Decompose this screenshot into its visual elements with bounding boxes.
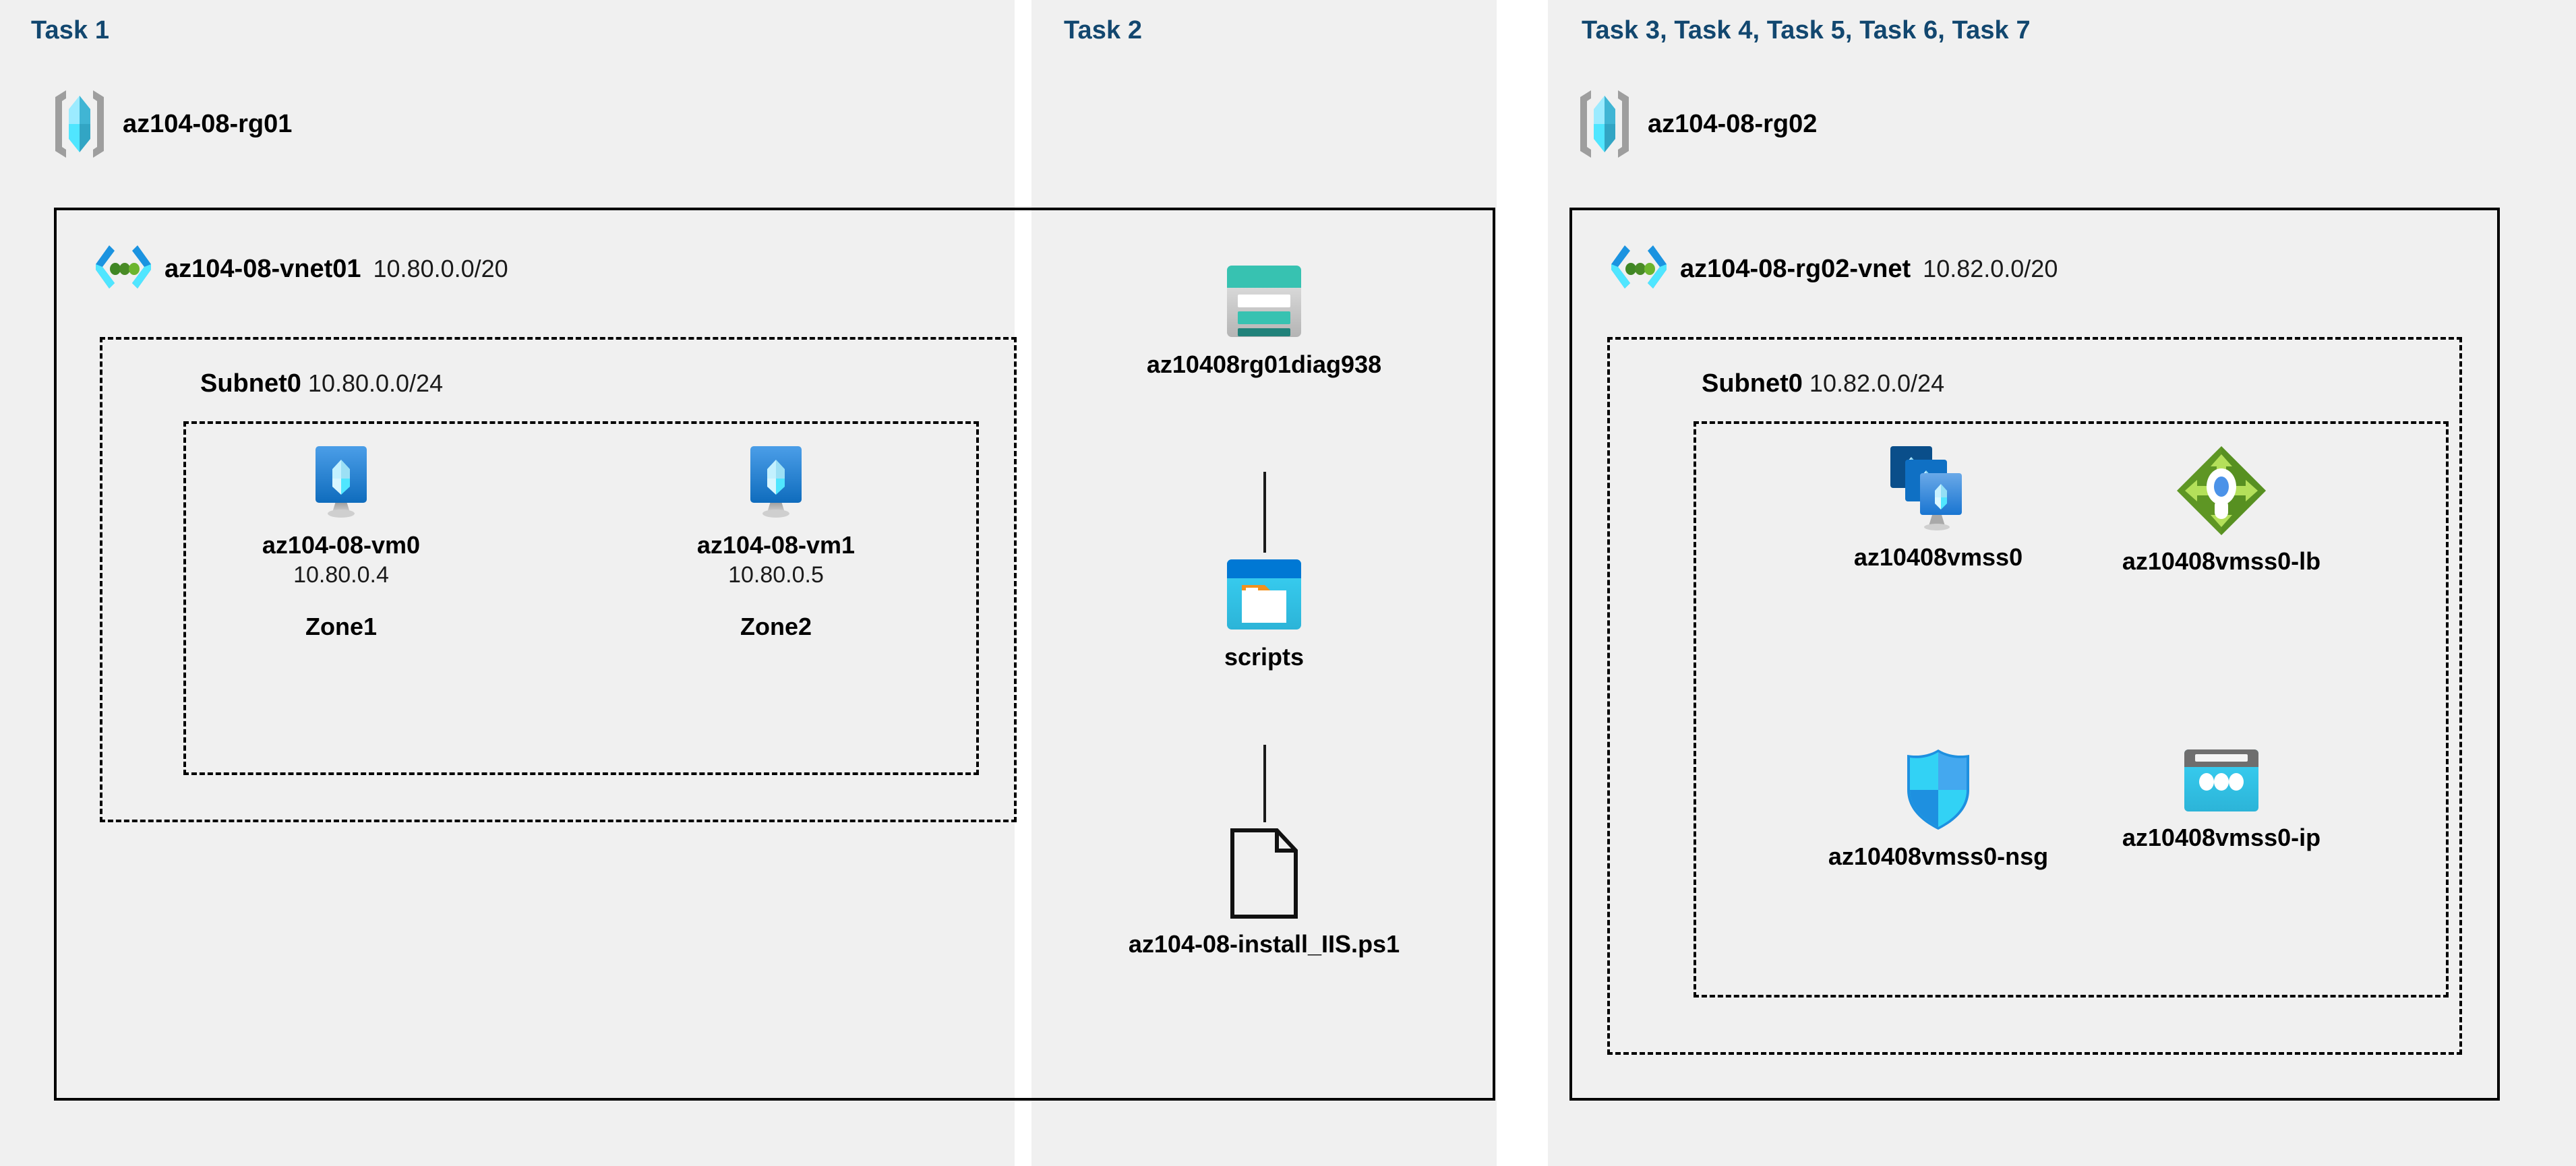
resource-group-az104-08-rg01: az104-08-rg01	[51, 88, 292, 160]
node-az10408vmss0-nsg: az10408vmss0-nsg	[1814, 748, 2063, 871]
subnet-name: Subnet0	[1702, 369, 1803, 398]
node-label: az104-08-vm1	[696, 531, 856, 559]
node-az10408vmss0-lb: az10408vmss0-lb	[2097, 445, 2346, 576]
blob-container-icon	[1227, 559, 1301, 630]
node-ip-address: 10.80.0.5	[728, 562, 824, 588]
storage-account-icon	[1227, 266, 1301, 337]
vm-scale-set-icon	[1890, 446, 1962, 530]
node-az104-08-install-iis-ps1: az104-08-install_IIS.ps1	[1129, 828, 1400, 958]
node-label: az10408vmss0-lb	[2122, 547, 2321, 575]
node-label: scripts	[1224, 643, 1305, 671]
node-label: az10408vmss0-ip	[2122, 824, 2321, 851]
public-ip-address-icon	[2184, 749, 2258, 811]
vnet-header-az104-08-vnet01: az104-08-vnet01 10.80.0.0/20	[94, 244, 508, 294]
node-label: az10408vmss0	[1853, 543, 2023, 571]
node-az10408rg01diag938: az10408rg01diag938	[1147, 263, 1381, 379]
vmss-group-boundary-right	[1694, 421, 2449, 998]
resource-group-name: az104-08-rg02	[1648, 109, 1818, 138]
node-az10408vmss0-ip: az10408vmss0-ip	[2097, 748, 2346, 852]
vnet-cidr: 10.82.0.0/20	[1923, 255, 2058, 282]
vnet-cidr: 10.80.0.0/20	[373, 255, 508, 282]
task1-panel	[0, 0, 1015, 1166]
task3-label: Task 3, Task 4, Task 5, Task 6, Task 7	[1582, 16, 2031, 44]
node-label: az10408rg01diag938	[1146, 350, 1382, 378]
resource-group-icon	[1580, 90, 1629, 158]
connector-storage-to-scripts	[1263, 472, 1266, 553]
task2-label: Task 2	[1064, 16, 1143, 44]
subnet-boundary-subnet0-left	[100, 337, 1017, 822]
subnet-label-right: Subnet0 10.82.0.0/24	[1702, 369, 1944, 398]
connector-scripts-to-script-file	[1263, 745, 1266, 822]
subnet-label-left: Subnet0 10.80.0.0/24	[200, 369, 443, 398]
vnet-boundary-az104-08-rg02-vnet	[1569, 208, 2500, 1101]
vnet-boundary-az104-08-vnet01	[54, 208, 1495, 1101]
node-scripts-container: scripts	[1160, 558, 1369, 671]
virtual-machine-icon	[750, 446, 802, 518]
node-label: az10408vmss0-nsg	[1828, 842, 2049, 870]
task3-panel	[1548, 0, 2576, 1166]
subnet-cidr: 10.82.0.0/24	[1809, 369, 1945, 397]
subnet-cidr: 10.80.0.0/24	[307, 369, 444, 397]
vnet-name: az104-08-rg02-vnet	[1680, 254, 1911, 283]
node-az104-08-vm0: az104-08-vm0 10.80.0.4 Zone1	[257, 445, 425, 641]
vm-group-boundary-left	[183, 421, 979, 775]
node-label: az104-08-install_IIS.ps1	[1128, 930, 1400, 958]
resource-group-icon	[55, 90, 104, 158]
resource-group-az104-08-rg02: az104-08-rg02	[1576, 88, 1817, 160]
vnet-name: az104-08-vnet01	[164, 254, 361, 283]
node-az10408vmss0: az10408vmss0	[1814, 445, 2063, 572]
subnet-name: Subnet0	[200, 369, 301, 398]
subnet-boundary-subnet0-right	[1607, 337, 2462, 1055]
node-label: az104-08-vm0	[262, 531, 421, 559]
virtual-machine-icon	[316, 446, 367, 518]
node-zone: Zone2	[740, 613, 812, 640]
vnet-header-az104-08-rg02-vnet: az104-08-rg02-vnet 10.82.0.0/20	[1610, 244, 2058, 294]
node-ip-address: 10.80.0.4	[293, 562, 389, 588]
file-icon	[1230, 828, 1298, 919]
node-az104-08-vm1: az104-08-vm1 10.80.0.5 Zone2	[692, 445, 860, 641]
virtual-network-icon	[1611, 245, 1667, 288]
node-zone: Zone1	[305, 613, 377, 640]
load-balancer-icon	[2177, 446, 2266, 535]
resource-group-name: az104-08-rg01	[123, 109, 293, 138]
network-security-group-icon	[1907, 749, 1969, 830]
task1-label: Task 1	[31, 16, 110, 44]
virtual-network-icon	[96, 245, 151, 288]
